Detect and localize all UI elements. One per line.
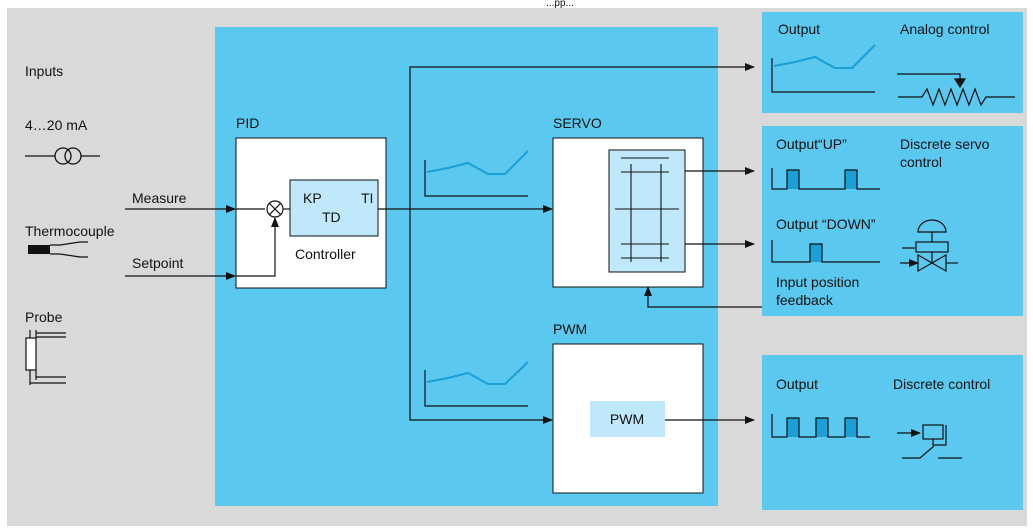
distribution-line	[409, 63, 755, 209]
output-down-pulse-graph	[771, 240, 880, 263]
servo-trend-graph	[424, 150, 529, 197]
analog-output-label: Output	[778, 21, 820, 37]
servo-output-panel	[762, 126, 1023, 316]
output-down-label: Output “DOWN”	[776, 216, 876, 232]
current-transformer-icon	[25, 147, 100, 165]
servo-valve-icon	[900, 219, 958, 273]
feedback-line1: Input position	[776, 274, 859, 290]
inputs-title: Inputs	[25, 63, 63, 79]
measure-label: Measure	[132, 190, 187, 206]
discrete-output-panel	[762, 355, 1023, 510]
summing-junction-icon	[266, 200, 284, 218]
td-label: TD	[322, 209, 341, 225]
discrete-control-label: Discrete control	[893, 376, 990, 392]
kp-label: KP	[303, 190, 322, 206]
output-up-pulse-graph	[771, 168, 880, 190]
thermocouple-icon	[28, 241, 88, 258]
analog-output-graph	[771, 44, 876, 93]
probe-label: Probe	[25, 309, 63, 325]
analog-output-panel	[762, 12, 1023, 113]
pwm-title: PWM	[553, 321, 587, 337]
servo-relay-icon	[615, 157, 679, 262]
servo-relay-block	[608, 149, 686, 273]
discrete-output-label: Output	[776, 376, 818, 392]
setpoint-label: Setpoint	[132, 255, 183, 271]
relay-contact-icon	[897, 424, 962, 459]
pwm-inner-block	[590, 401, 665, 437]
discrete-pulse-graph	[771, 414, 870, 438]
servo-control-line1: Discrete servo	[900, 136, 990, 152]
feedback-line	[644, 286, 762, 308]
controller-label: Controller	[295, 246, 356, 262]
probe-icon	[25, 330, 66, 385]
top-label: ...pp...	[546, 0, 574, 9]
ti-label: TI	[361, 190, 373, 206]
controller-block	[289, 179, 379, 237]
pwm-trend-graph	[424, 361, 529, 407]
servo-control-line2: control	[900, 154, 942, 170]
pwm-block-label: PWM	[610, 411, 644, 427]
controller-to-pwm-line	[409, 209, 553, 424]
analog-control-label: Analog control	[900, 21, 990, 37]
feedback-line2: feedback	[776, 292, 834, 308]
pid-title: PID	[236, 115, 259, 131]
output-up-label: Output“UP”	[776, 136, 847, 152]
potentiometer-icon	[897, 73, 1015, 107]
thermocouple-label: Thermocouple	[25, 223, 115, 239]
servo-title: SERVO	[553, 115, 602, 131]
current-input-label: 4…20 mA	[25, 117, 88, 133]
